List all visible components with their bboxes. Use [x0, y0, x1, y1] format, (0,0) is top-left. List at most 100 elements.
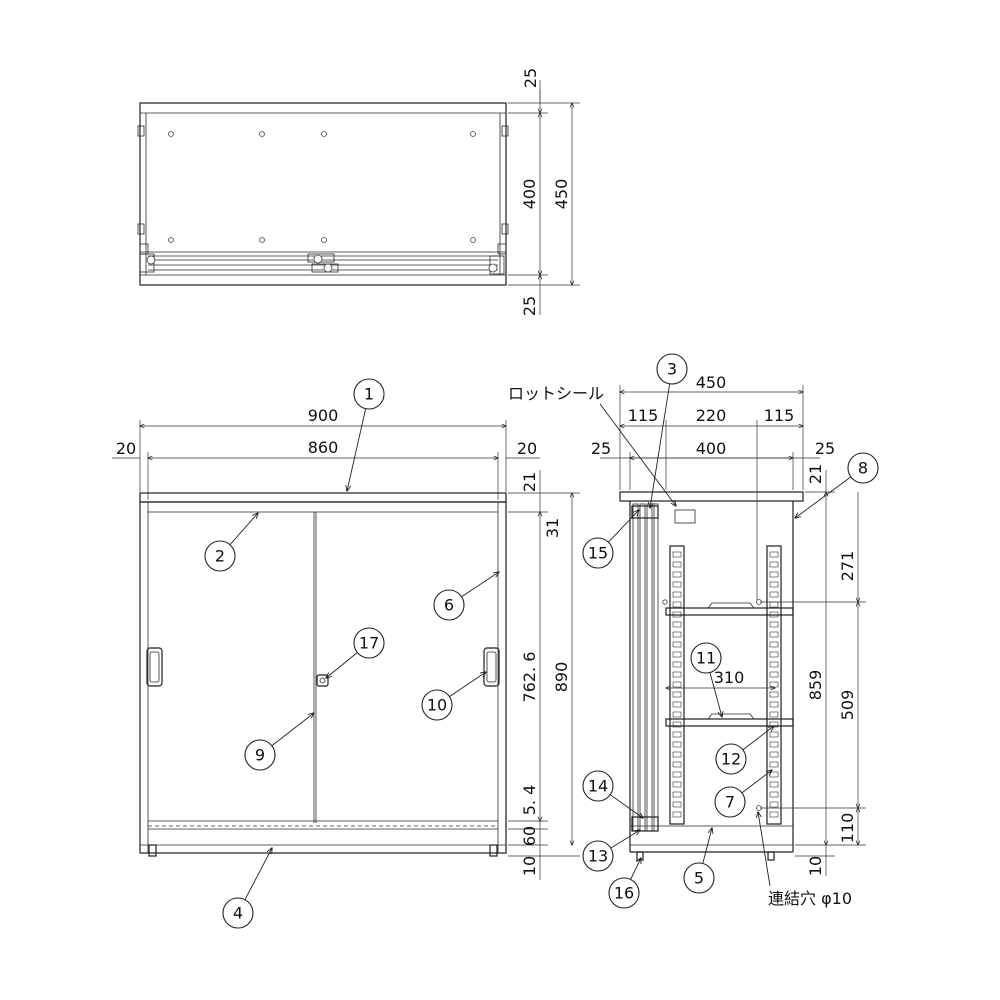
rail-slot: [672, 811, 682, 818]
rail-slot: [769, 551, 779, 558]
balloon-number: 16: [614, 884, 634, 903]
rail-slot: [769, 601, 779, 608]
top-view: 25 400 450 25: [137, 68, 580, 316]
rail-slot: [769, 801, 779, 808]
front-dim-21: 21: [520, 472, 539, 492]
rail-slot: [672, 701, 682, 708]
side-dim-310: 310: [714, 668, 745, 687]
balloon-number: 3: [667, 360, 677, 379]
balloon-number: 6: [444, 596, 454, 615]
balloon-7: 7: [714, 770, 772, 818]
balloon-circle: [715, 743, 747, 775]
rail-slot: [672, 651, 682, 658]
side-dim-400: 400: [696, 439, 727, 458]
balloon-leader: [742, 726, 774, 751]
rail-slot: [672, 561, 682, 568]
side-dim-25-right: 25: [815, 439, 835, 458]
rail-slot: [672, 801, 682, 808]
balloon-number: 2: [215, 547, 225, 566]
rail-slot: [672, 751, 682, 758]
balloon-leader: [630, 858, 641, 880]
rail-slot: [672, 591, 682, 598]
rail-slot: [769, 631, 779, 638]
balloon-10: 10: [421, 672, 486, 721]
balloon-circle: [353, 378, 385, 410]
balloon-circle: [582, 537, 614, 569]
balloon-number: 11: [696, 649, 716, 668]
balloon-leader: [741, 770, 772, 794]
balloon-number: 8: [858, 459, 868, 478]
rail-slot: [769, 591, 779, 598]
balloon-13: 13: [582, 830, 640, 872]
rail-slot: [672, 551, 682, 558]
rail-slot: [769, 561, 779, 568]
balloon-2: 2: [204, 513, 258, 572]
top-dim-450: 450: [552, 179, 571, 210]
balloon-circle: [582, 840, 614, 872]
coupling-hole-label: 連結穴 φ10: [768, 889, 852, 908]
rail-slot: [672, 771, 682, 778]
balloon-leader: [271, 713, 314, 747]
rail-slot: [672, 621, 682, 628]
rail-slot: [672, 641, 682, 648]
rail-slot: [672, 581, 682, 588]
rail-slot: [769, 811, 779, 818]
balloon-leader: [326, 652, 358, 678]
balloon-leader: [650, 383, 671, 508]
top-dim-25-bottom: 25: [520, 296, 539, 316]
balloon-circle: [690, 642, 722, 674]
balloon-leader: [244, 848, 272, 900]
balloon-11: 11: [690, 642, 722, 717]
rail-slot: [672, 791, 682, 798]
balloon-circle: [433, 589, 465, 621]
balloon-number: 17: [359, 634, 379, 653]
rail-slot: [672, 661, 682, 668]
rail-slot: [769, 701, 779, 708]
balloon-number: 15: [588, 544, 608, 563]
balloon-1: 1: [347, 378, 385, 491]
side-dim-115-left: 115: [628, 406, 659, 425]
rail-slot: [672, 691, 682, 698]
rail-slot: [769, 621, 779, 628]
balloon-circle: [244, 739, 276, 771]
front-dim-900: 900: [308, 406, 339, 425]
side-dim-110: 110: [838, 813, 857, 844]
rail-slot: [769, 571, 779, 578]
side-dim-859: 859: [806, 670, 825, 701]
side-dim-450: 450: [696, 373, 727, 392]
rail-slot: [769, 731, 779, 738]
side-dim-25-left: 25: [591, 439, 611, 458]
balloon-leader: [461, 572, 499, 598]
balloon-number: 9: [255, 746, 265, 765]
side-dim-509: 509: [838, 690, 857, 721]
balloon-leader: [702, 828, 712, 864]
rail-slot: [769, 691, 779, 698]
rail-slot: [769, 761, 779, 768]
front-view: 900 20 860 20 21 31 762. 6 890 5. 4 60 1…: [112, 406, 580, 880]
balloon-3: 3: [650, 353, 688, 508]
front-dim-890: 890: [552, 662, 571, 693]
balloon-number: 4: [233, 904, 243, 923]
front-dim-860: 860: [308, 438, 339, 457]
side-dim-220: 220: [696, 406, 727, 425]
balloon-leader: [608, 510, 639, 543]
balloon-number: 5: [694, 869, 704, 888]
balloon-number: 7: [725, 793, 735, 812]
top-dim-25-top: 25: [521, 68, 540, 88]
front-dim-60: 60: [520, 826, 539, 846]
balloon-circle: [353, 627, 385, 659]
balloon-8: 8: [795, 452, 879, 518]
balloon-leader: [709, 672, 722, 717]
rail-slot: [672, 631, 682, 638]
rail-slot: [769, 681, 779, 688]
side-dim-21: 21: [806, 464, 825, 484]
balloon-15: 15: [582, 510, 639, 569]
front-dim-31: 31: [543, 518, 562, 538]
rail-slot: [769, 641, 779, 648]
balloon-leader: [449, 672, 486, 697]
rail-slot: [769, 791, 779, 798]
side-view: 450 115 220 115 25 400 25 21 271 859 509…: [508, 373, 866, 908]
lot-seal-label: ロットシール: [508, 384, 604, 403]
rail-slot: [769, 751, 779, 758]
balloon-number: 13: [588, 847, 608, 866]
